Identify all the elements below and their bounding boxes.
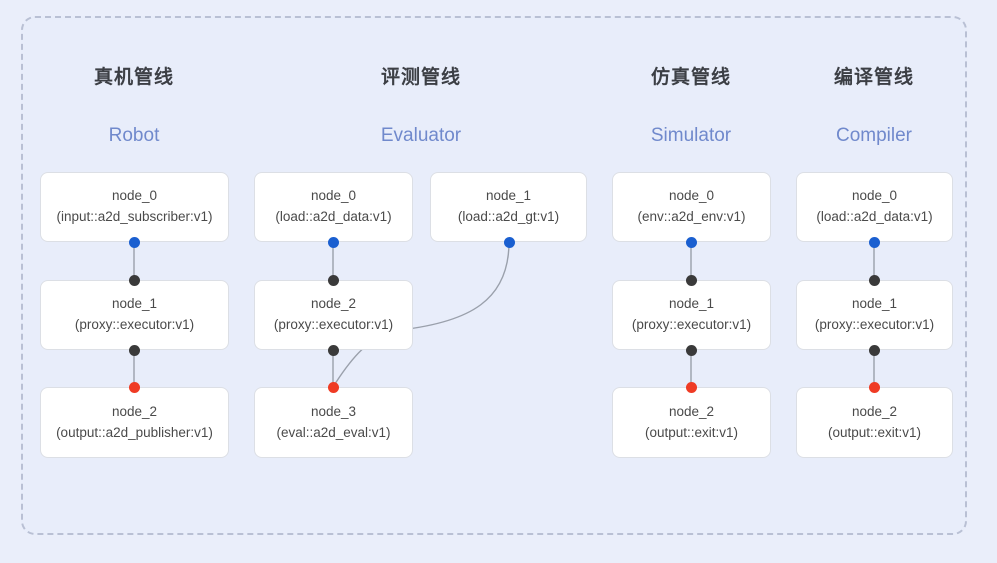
node-type: (output::a2d_publisher:v1) (56, 424, 213, 440)
node-type: (load::a2d_data:v1) (816, 209, 933, 224)
port-simulator-node2-in[interactable] (685, 381, 697, 393)
node-robot-1[interactable]: node_1 (proxy::executor:v1) (40, 280, 229, 350)
port-evaluator-node1-out[interactable] (503, 236, 515, 248)
port-compiler-node2-in[interactable] (868, 381, 880, 393)
port-compiler-node1-out[interactable] (868, 344, 880, 356)
column-title-cn-evaluator: 评测管线 (380, 67, 461, 88)
column-title-en-evaluator: Evaluator (380, 125, 462, 146)
port-evaluator-node3-in[interactable] (327, 381, 339, 393)
node-type: (proxy::executor:v1) (631, 317, 752, 332)
port-simulator-node0-out[interactable] (685, 236, 697, 248)
node-id: node_2 (668, 403, 715, 419)
port-evaluator-node2-in[interactable] (327, 274, 339, 286)
node-evaluator-1[interactable]: node_1 (load::a2d_gt:v1) (430, 172, 587, 242)
port-simulator-node1-out[interactable] (685, 344, 697, 356)
node-evaluator-2[interactable]: node_2 (proxy::executor:v1) (254, 280, 413, 350)
port-compiler-node1-in[interactable] (868, 274, 880, 286)
port-robot-node2-in[interactable] (128, 381, 140, 393)
node-evaluator-0[interactable]: node_0 (load::a2d_data:v1) (254, 172, 413, 242)
node-id: node_2 (111, 403, 158, 419)
node-compiler-0[interactable]: node_0 (load::a2d_data:v1) (796, 172, 953, 242)
node-type: (env::a2d_env:v1) (637, 209, 746, 224)
node-type: (proxy::executor:v1) (74, 317, 195, 332)
node-id: node_2 (310, 296, 357, 312)
node-id: node_1 (485, 188, 532, 204)
node-robot-0[interactable]: node_0 (input::a2d_subscriber:v1) (40, 172, 229, 242)
node-compiler-1[interactable]: node_1 (proxy::executor:v1) (796, 280, 953, 350)
node-evaluator-3[interactable]: node_3 (eval::a2d_eval:v1) (254, 387, 413, 458)
column-title-cn-robot: 真机管线 (93, 67, 174, 88)
node-id: node_0 (668, 188, 715, 204)
port-compiler-node0-out[interactable] (868, 236, 880, 248)
column-title-cn-simulator: 仿真管线 (650, 67, 731, 88)
node-id: node_1 (851, 296, 898, 312)
node-type: (load::a2d_data:v1) (275, 209, 392, 224)
node-type: (output::exit:v1) (644, 424, 739, 440)
node-id: node_0 (851, 188, 898, 204)
node-id: node_0 (111, 188, 158, 204)
node-compiler-2[interactable]: node_2 (output::exit:v1) (796, 387, 953, 458)
node-simulator-0[interactable]: node_0 (env::a2d_env:v1) (612, 172, 771, 242)
port-robot-node0-out[interactable] (128, 236, 140, 248)
node-type: (proxy::executor:v1) (273, 317, 394, 332)
node-id: node_1 (668, 296, 715, 312)
column-title-en-robot: Robot (108, 125, 160, 146)
node-id: node_0 (310, 188, 357, 204)
node-id: node_1 (111, 296, 158, 312)
column-title-en-simulator: Simulator (650, 125, 732, 146)
port-evaluator-node0-out[interactable] (327, 236, 339, 248)
node-type: (proxy::executor:v1) (814, 317, 935, 332)
port-robot-node1-out[interactable] (128, 344, 140, 356)
node-simulator-1[interactable]: node_1 (proxy::executor:v1) (612, 280, 771, 350)
node-id: node_2 (851, 403, 898, 419)
node-type: (input::a2d_subscriber:v1) (56, 209, 213, 224)
port-robot-node1-in[interactable] (128, 274, 140, 286)
node-type: (output::exit:v1) (827, 424, 922, 440)
node-robot-2[interactable]: node_2 (output::a2d_publisher:v1) (40, 387, 229, 458)
port-evaluator-node2-out[interactable] (327, 344, 339, 356)
node-id: node_3 (310, 403, 357, 419)
column-title-en-compiler: Compiler (835, 125, 913, 146)
node-type: (eval::a2d_eval:v1) (276, 424, 391, 440)
column-title-cn-compiler: 编译管线 (833, 67, 914, 88)
node-type: (load::a2d_gt:v1) (457, 209, 560, 224)
node-simulator-2[interactable]: node_2 (output::exit:v1) (612, 387, 771, 458)
port-simulator-node1-in[interactable] (685, 274, 697, 286)
